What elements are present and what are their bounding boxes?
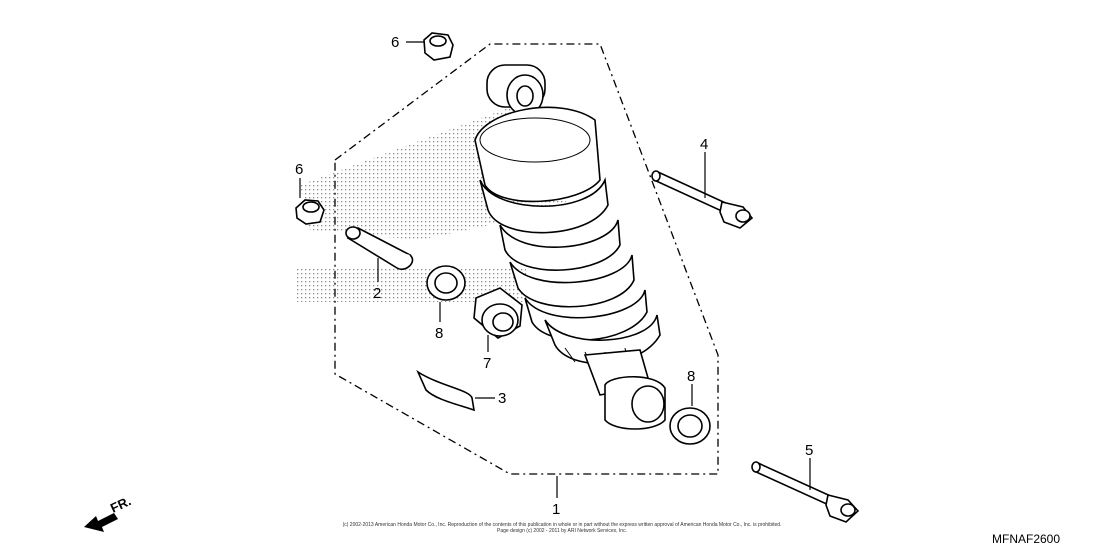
collar-part-2[interactable] xyxy=(345,226,414,270)
callout-5: 5 xyxy=(805,442,813,459)
callout-1: 1 xyxy=(552,501,560,518)
copyright-line-1: (c) 2002-2013 American Honda Motor Co., … xyxy=(342,522,782,528)
callout-8-upper: 8 xyxy=(435,325,443,342)
nut-part-6-top[interactable] xyxy=(423,32,454,61)
callout-2: 2 xyxy=(373,285,381,302)
front-direction-arrow-icon: FR. xyxy=(84,493,133,532)
bearing-part-8-lower[interactable] xyxy=(669,407,711,445)
bushing-part-7[interactable] xyxy=(473,287,523,339)
shock-absorber[interactable] xyxy=(474,64,666,430)
copyright-notice: (c) 2002-2013 American Honda Motor Co., … xyxy=(312,522,812,534)
bolt-part-5[interactable] xyxy=(751,461,860,523)
bolt-part-4[interactable] xyxy=(651,170,754,229)
leader-lines xyxy=(299,41,811,498)
direction-label: FR. xyxy=(108,493,133,515)
bearing-part-8-upper[interactable] xyxy=(426,265,466,301)
callout-4: 4 xyxy=(700,136,708,153)
copyright-line-2: Page design (c) 2002 - 2011 by ARI Netwo… xyxy=(497,528,627,534)
callout-6-left: 6 xyxy=(295,161,303,178)
label-part-3[interactable] xyxy=(416,369,476,412)
callout-6-top: 6 xyxy=(391,34,399,51)
callout-3: 3 xyxy=(498,390,506,407)
callout-8-lower: 8 xyxy=(687,368,695,385)
diagram-code: MFNAF2600 xyxy=(992,532,1061,546)
callout-7: 7 xyxy=(483,355,491,372)
assembly-boundary xyxy=(334,43,719,475)
nut-part-6-left[interactable] xyxy=(295,199,325,225)
